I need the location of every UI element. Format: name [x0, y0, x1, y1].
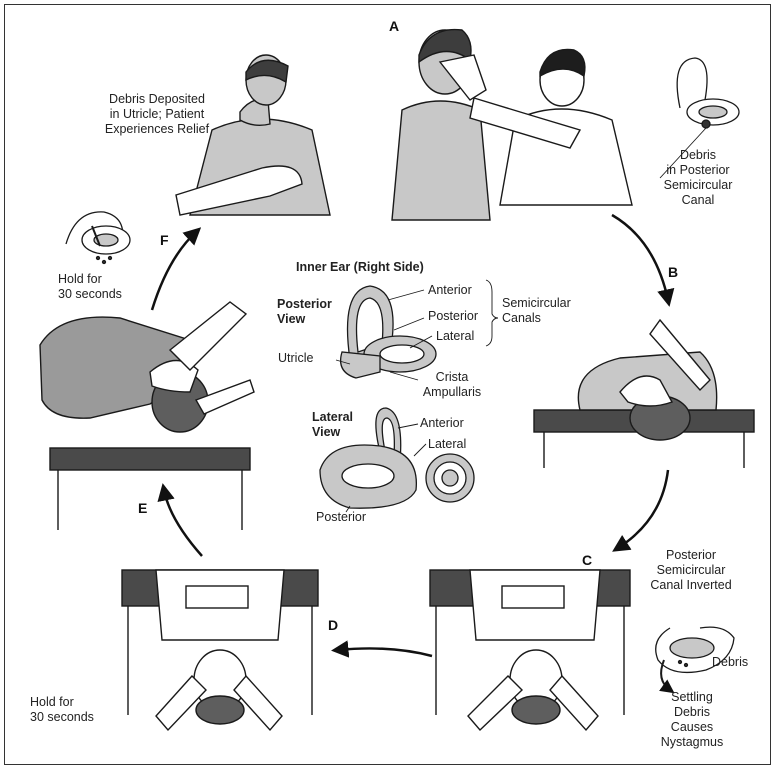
step-label-d: D	[328, 617, 338, 633]
step-label-e: E	[138, 500, 147, 516]
label-lateral-2: Lateral	[428, 437, 466, 452]
label-posterior-view: Posterior View	[277, 297, 332, 327]
label-anterior-2: Anterior	[420, 416, 464, 431]
label-crista-ampullaris: Crista Ampullaris	[416, 370, 488, 400]
label-posterior-1: Posterior	[428, 309, 478, 324]
label-settling-debris: Settling Debris Causes Nystagmus	[652, 690, 732, 750]
label-lateral-view: Lateral View	[312, 410, 353, 440]
label-anterior-1: Anterior	[428, 283, 472, 298]
step-label-f: F	[160, 232, 169, 248]
step-label-a: A	[389, 18, 399, 34]
label-debris-c: Debris	[712, 655, 748, 670]
arrow-c-to-d	[338, 648, 432, 656]
label-utricle: Utricle	[278, 351, 313, 366]
label-posterior-2: Posterior	[316, 510, 366, 525]
ear-sketch-left	[66, 212, 130, 264]
panel-c-patient	[430, 570, 630, 730]
panel-e-patient	[40, 302, 254, 530]
label-debris-deposited: Debris Deposited in Utricle; Patient Exp…	[92, 92, 222, 137]
panel-b-patient	[534, 320, 754, 468]
label-hold-f: Hold for 30 seconds	[58, 272, 122, 302]
arrow-b-to-c	[618, 470, 668, 548]
step-label-b: B	[668, 264, 678, 280]
label-hold-d: Hold for 30 seconds	[30, 695, 94, 725]
ear-sketch-top-right	[677, 58, 739, 128]
label-canal-inverted: Posterior Semicircular Canal Inverted	[636, 548, 746, 593]
step-label-c: C	[582, 552, 592, 568]
label-debris-posterior-canal: Debris in Posterior Semicircular Canal	[650, 148, 746, 208]
label-semicircular-canals: Semicircular Canals	[502, 296, 571, 326]
panel-d-patient	[122, 570, 318, 730]
label-lateral-1: Lateral	[436, 329, 474, 344]
arrow-a-to-b	[612, 215, 668, 300]
arrow-d-to-e	[164, 490, 202, 556]
arrow-e-to-f	[152, 232, 196, 310]
inner-ear-title: Inner Ear (Right Side)	[296, 260, 424, 275]
panel-a-figures	[392, 30, 632, 220]
